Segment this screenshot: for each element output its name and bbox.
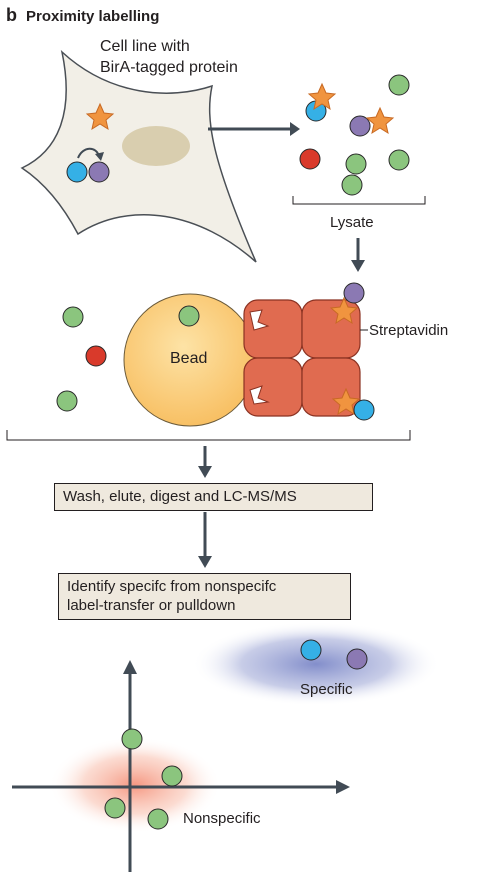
cell-line-caption-line2: BirA-tagged protein [100, 59, 238, 76]
biotin-star-in-cell [85, 102, 115, 131]
step-box-identify: Identify specifc from nonspecifc label-t… [58, 573, 351, 620]
bound-purple-protein [343, 282, 365, 304]
prey-protein-purple [88, 161, 110, 183]
x-axis-arrowhead-icon [336, 780, 350, 794]
nonspecific-glow [49, 737, 221, 833]
lysate-green-protein [388, 74, 410, 96]
cell-line-caption-line1: Cell line with [100, 38, 190, 55]
lysate-bracket [292, 196, 426, 205]
lysate-star-2 [365, 106, 395, 135]
specific-label: Specific [300, 681, 353, 698]
step-box-identify-line1: Identify specifc from nonspecifc [67, 578, 277, 595]
nonspecific-label: Nonspecific [183, 810, 261, 827]
panel-letter: b [6, 5, 17, 25]
free-green-protein [56, 390, 78, 412]
nonspecific-green-protein [161, 765, 183, 787]
step-box-lcms: Wash, elute, digest and LC-MS/MS [54, 483, 373, 511]
bead-label: Bead [170, 350, 208, 367]
bound-star-1 [329, 296, 359, 325]
free-red-protein [85, 345, 107, 367]
nonspecific-green-protein [147, 808, 169, 830]
labelling-arrowhead-icon [95, 152, 104, 161]
arrowhead-down-icon [198, 556, 212, 568]
specific-glow [192, 622, 440, 706]
lysate-green-protein [341, 174, 363, 196]
bound-blue-protein [353, 399, 375, 421]
panel-title: Proximity labelling [26, 8, 160, 25]
nucleus [122, 126, 190, 166]
binding-pocket [249, 309, 270, 331]
specific-purple-protein [346, 648, 368, 670]
lysate-label: Lysate [330, 214, 374, 231]
arrowhead-down-icon [198, 466, 212, 478]
streptavidin-label: Streptavidin [369, 322, 449, 339]
y-axis-arrowhead-icon [123, 660, 137, 674]
lysate-red-protein [299, 148, 321, 170]
bead-green-protein [178, 305, 200, 327]
nonspecific-green-protein [121, 728, 143, 750]
lysate-purple-protein [349, 115, 371, 137]
binding-pocket [249, 385, 270, 405]
arrowhead-down-icon [351, 260, 365, 272]
bead-bracket [6, 430, 411, 441]
step-box-lcms-text: Wash, elute, digest and LC-MS/MS [63, 488, 297, 505]
free-green-protein [62, 306, 84, 328]
bait-protein-blue [66, 161, 88, 183]
arrowhead-lysate-icon [290, 122, 300, 136]
specific-blue-protein [300, 639, 322, 661]
lysate-star-1 [307, 82, 337, 111]
step-box-identify-line2: label-transfer or pulldown [67, 597, 236, 614]
cell-line-caption: Cell line with BirA-tagged protein [100, 36, 290, 78]
lysate-green-protein [345, 153, 367, 175]
bound-star-2 [331, 387, 361, 416]
lysate-green-protein [388, 149, 410, 171]
nonspecific-green-protein [104, 797, 126, 819]
